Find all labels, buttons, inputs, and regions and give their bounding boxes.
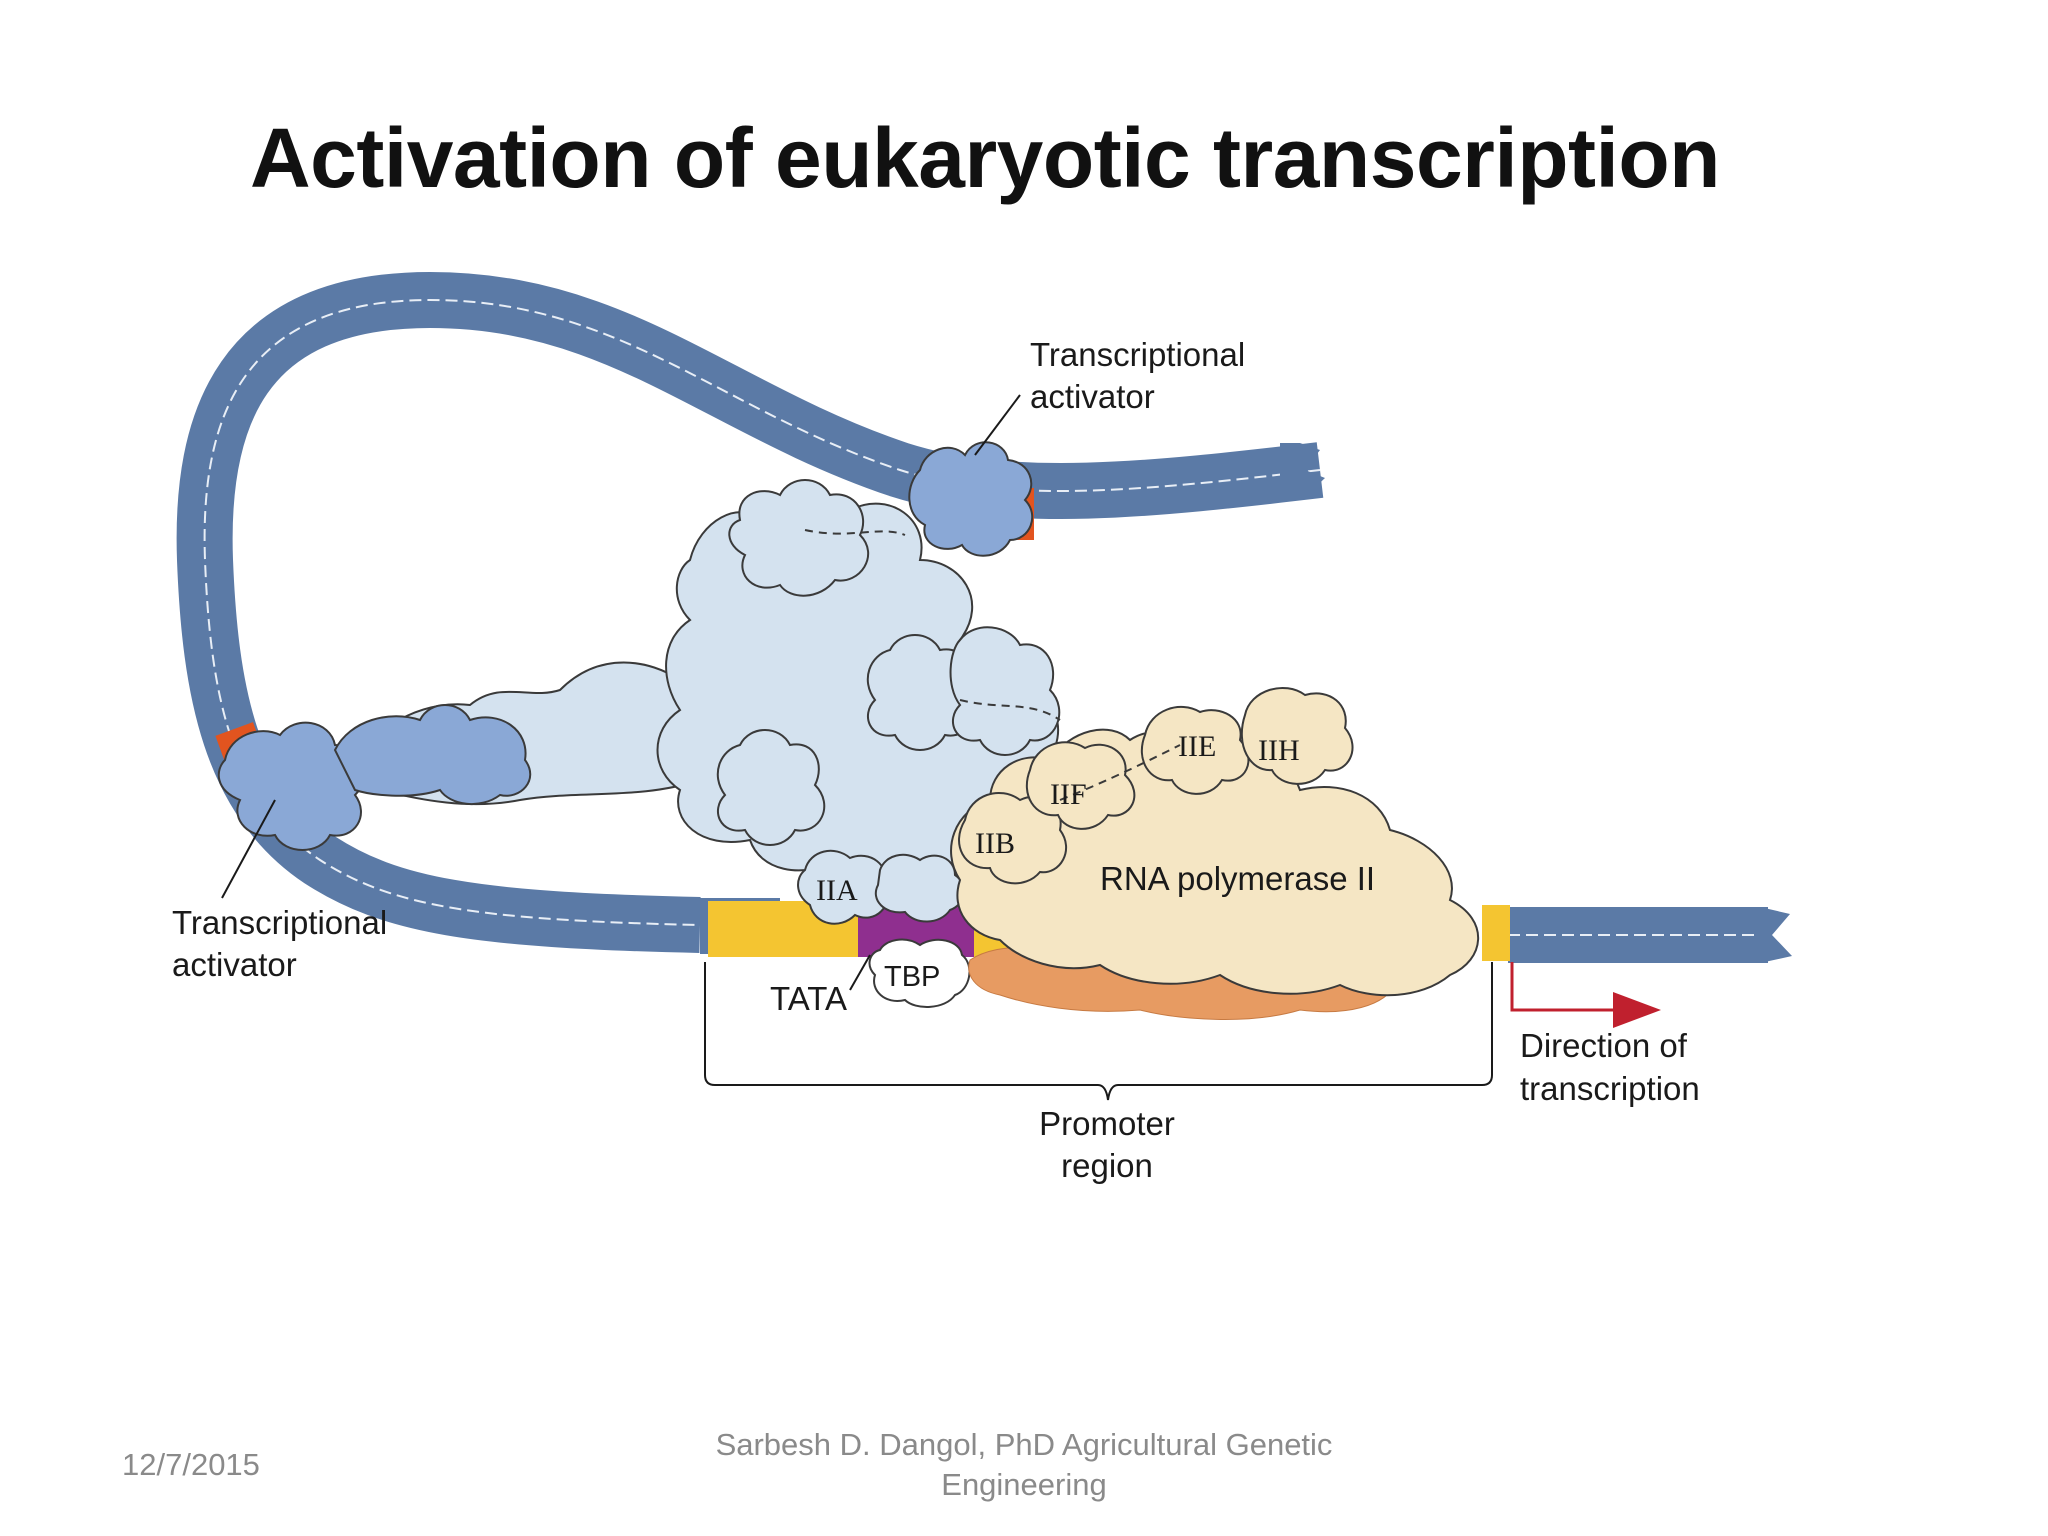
- tbp-blob: [868, 938, 971, 1008]
- footer-author: Sarbesh D. Dangol, PhD Agricultural Gene…: [715, 1427, 1333, 1502]
- label-iib: IIB: [975, 827, 1015, 860]
- leader-activator-top: [974, 394, 1021, 456]
- iif-blob: [1025, 741, 1136, 830]
- promoter-band-end: [1482, 905, 1510, 961]
- rna-polymerase-complex: [950, 686, 1480, 1020]
- label-direction-1: Direction of: [1520, 1027, 1688, 1064]
- leader-lines: [221, 394, 1021, 991]
- label-iih: IIH: [1258, 734, 1300, 767]
- label-promoter-2: region: [1061, 1147, 1153, 1184]
- mediator-center-lobe: [866, 634, 976, 751]
- activator-left: [217, 721, 367, 851]
- label-activator-left-1: Transcriptional: [172, 904, 387, 941]
- iih-blob: [1240, 686, 1354, 785]
- diagram-labels: Transcriptional activator Transcriptiona…: [172, 336, 1700, 1184]
- label-rna-polymerase: RNA polymerase II: [1100, 860, 1375, 897]
- label-activator-top-2: activator: [1030, 378, 1155, 415]
- activator-top: [908, 441, 1034, 557]
- mediator-right-lobe: [949, 626, 1061, 756]
- label-direction-2: transcription: [1520, 1070, 1700, 1107]
- leader-activator-left: [221, 799, 276, 899]
- label-promoter-1: Promoter: [1039, 1105, 1175, 1142]
- activator-left-arm: [333, 704, 532, 806]
- rna-pol-dashes: [1059, 744, 1181, 801]
- leader-tata: [849, 954, 871, 991]
- label-tata: TATA: [770, 980, 847, 1017]
- dna-right-end: [1760, 907, 1792, 963]
- mediator-dashes-1: [804, 529, 906, 536]
- basal-factors: [797, 849, 971, 1008]
- promoter-bracket: [704, 962, 1493, 1101]
- footer-date: 12/7/2015: [122, 1447, 260, 1482]
- mediator-lower-lobe: [716, 729, 826, 846]
- iia-blob: [797, 849, 889, 925]
- label-tbp: TBP: [884, 961, 940, 993]
- mediator-upper-lobe: [728, 479, 870, 597]
- label-activator-top-1: Transcriptional: [1030, 336, 1245, 373]
- iib-blob: [958, 791, 1067, 885]
- dna-loop-centerline: [203, 298, 1321, 926]
- direction-arrow: [1510, 962, 1661, 1028]
- label-activator-left-2: activator: [172, 946, 297, 983]
- dna-top-end: [1280, 443, 1325, 497]
- activators: [217, 441, 1034, 851]
- label-iie: IIE: [1178, 730, 1216, 763]
- iie-blob: [1140, 706, 1250, 795]
- slide-title: Activation of eukaryotic transcription: [250, 111, 1720, 205]
- label-iia: IIA: [816, 874, 858, 907]
- label-iif: IIF: [1050, 778, 1087, 811]
